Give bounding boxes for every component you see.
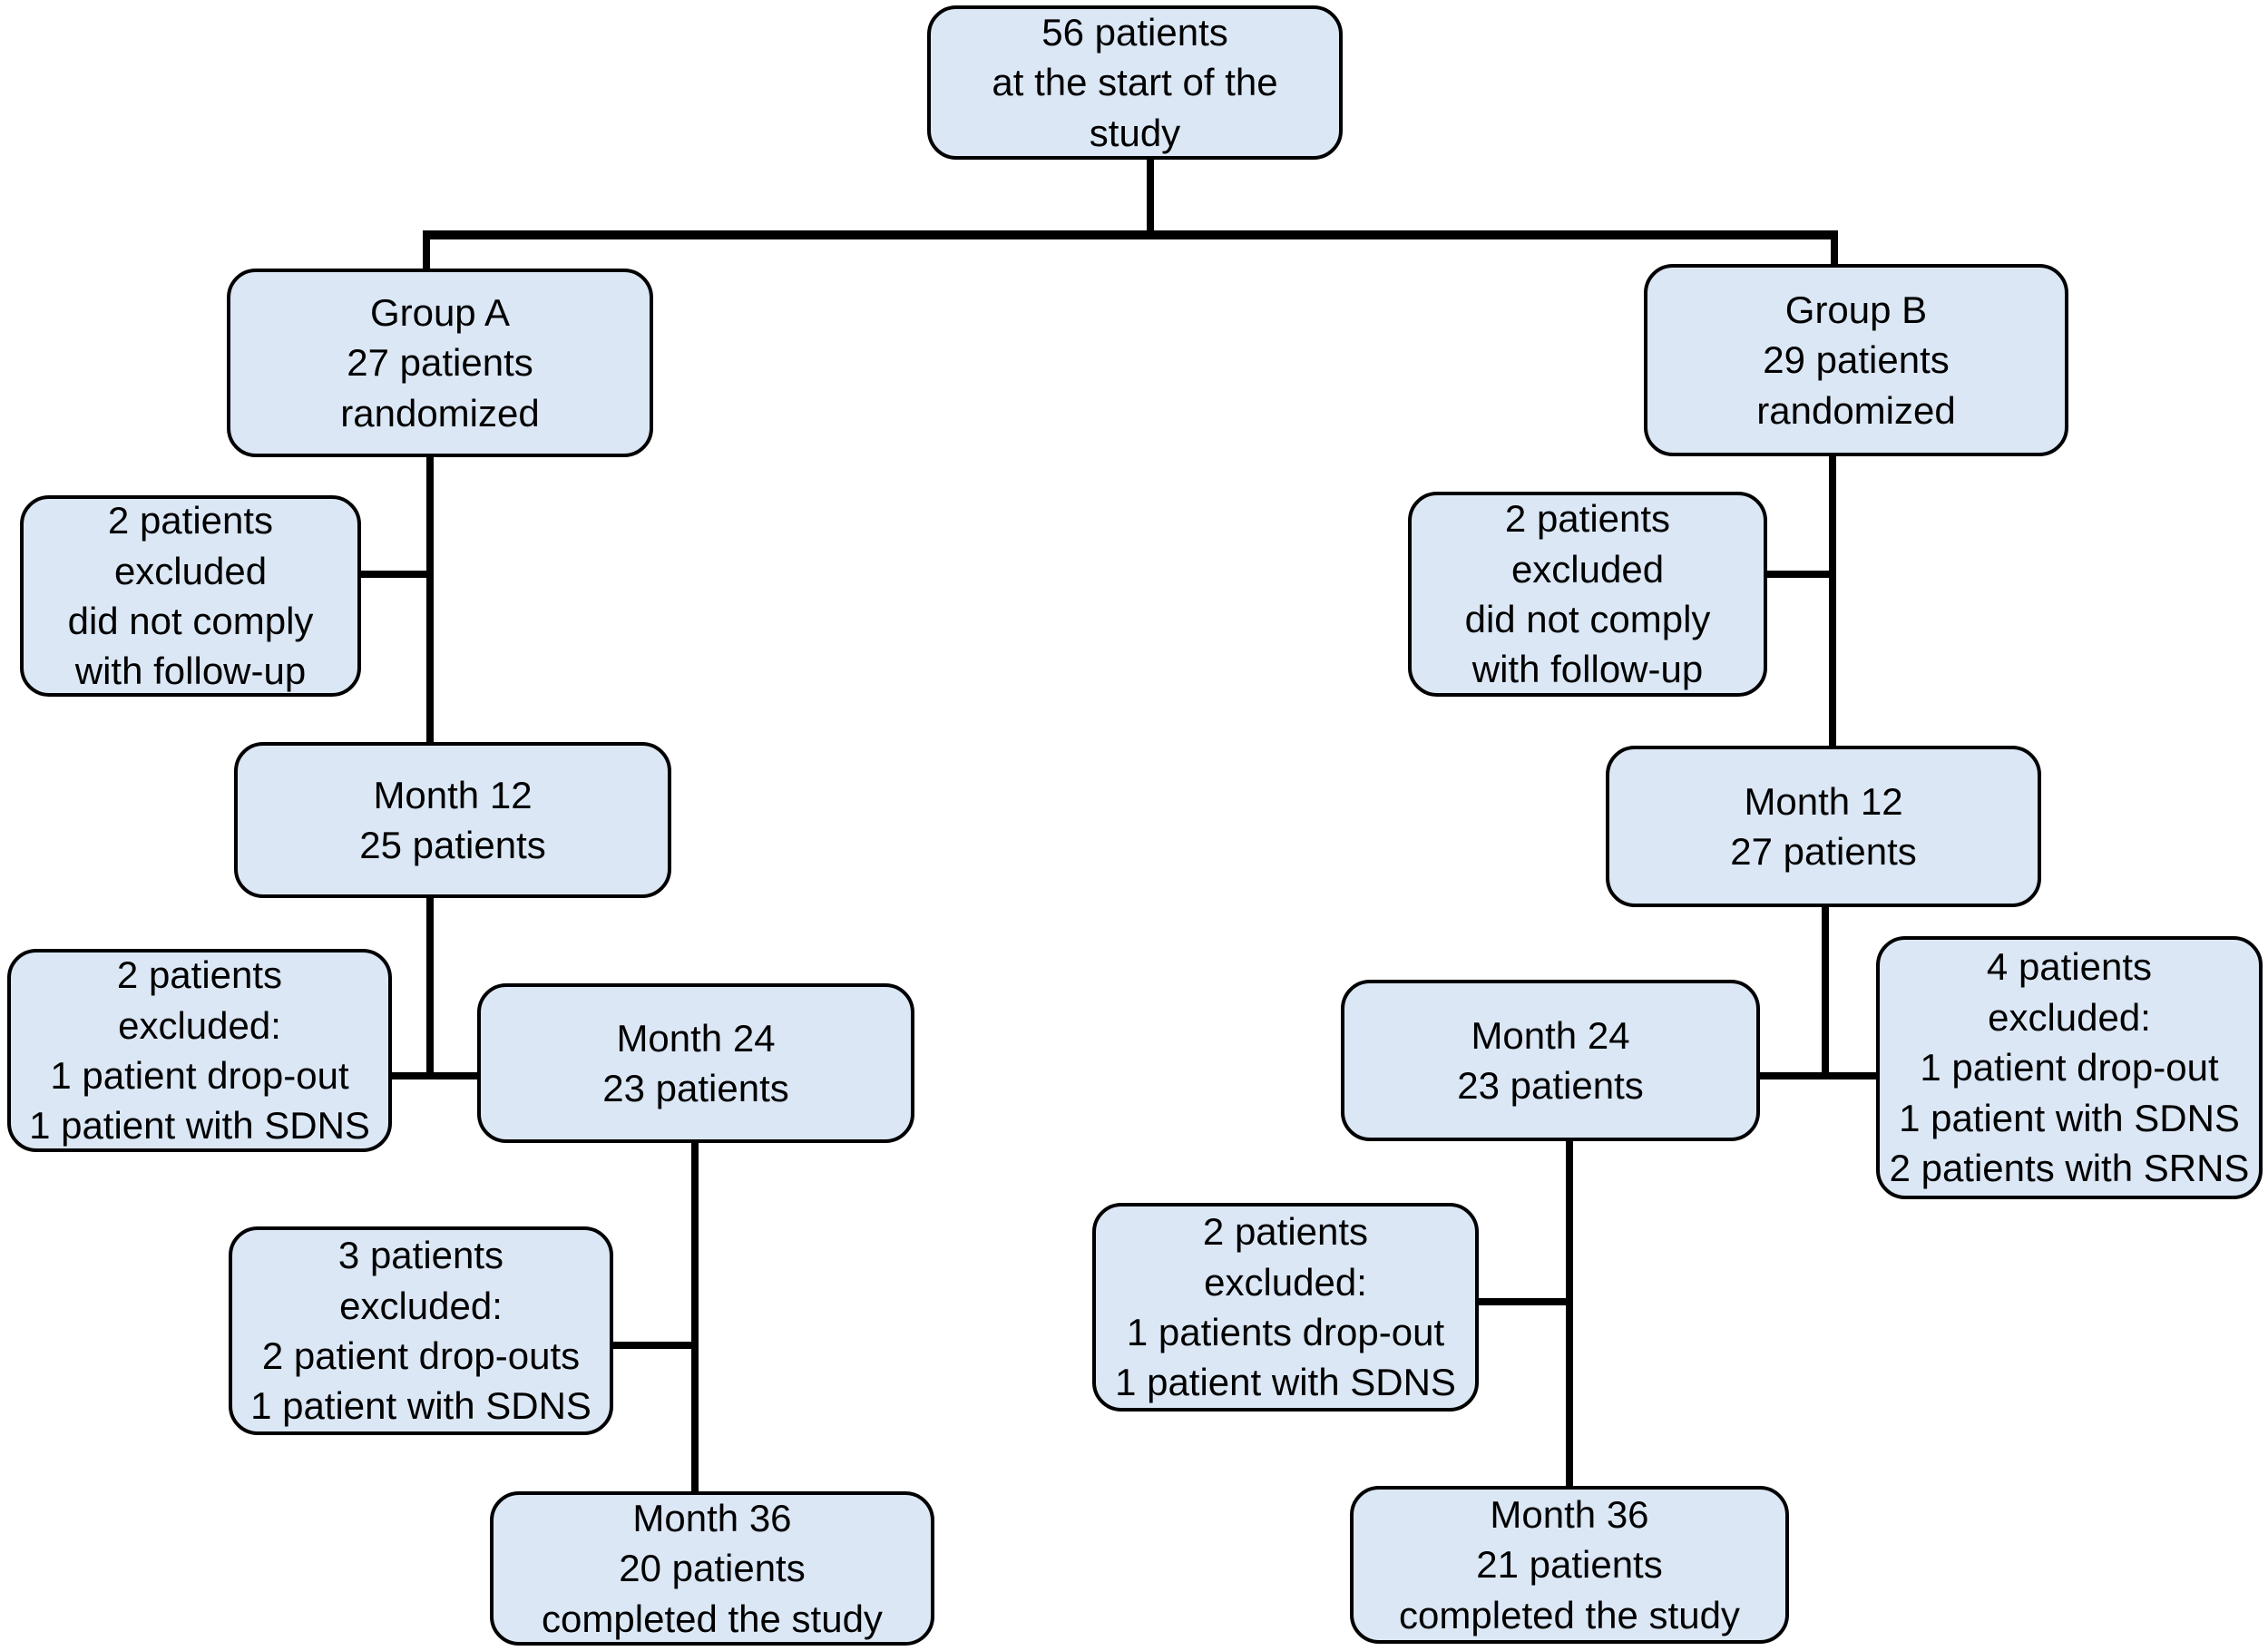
connector-month12-a-down [426, 894, 434, 1080]
excluded-b-month24-box: 4 patients excluded: 1 patient drop-out … [1876, 936, 2263, 1199]
connector-excl-a-month36 [611, 1342, 695, 1349]
month36-b-box: Month 36 21 patients completed the study [1350, 1486, 1789, 1644]
excluded-b-month36-box: 2 patients excluded: 1 patients drop-out… [1092, 1203, 1479, 1412]
excluded-b-followup-box: 2 patients excluded did not comply with … [1408, 492, 1767, 697]
connector-excl-b-followup [1765, 571, 1833, 578]
connector-excl-a-month24 [390, 1072, 481, 1080]
connector-excl-a-followup [359, 571, 430, 578]
connector-branch-horizontal [423, 230, 1838, 239]
excluded-a-month36-box: 3 patients excluded: 2 patient drop-outs… [229, 1226, 613, 1435]
connector-group-b-to-month12-b [1829, 454, 1836, 749]
month36-a-box: Month 36 20 patients completed the study [490, 1491, 934, 1646]
month12-b-box: Month 12 27 patients [1606, 746, 2041, 907]
connector-month24-b-to-month36-b [1566, 1138, 1573, 1490]
group-a-box: Group A 27 patients randomized [227, 269, 653, 457]
connector-month12-b-down [1822, 904, 1829, 1080]
connector-branch-to-group-b [1831, 230, 1838, 270]
connector-start-down [1147, 158, 1154, 236]
month12-a-box: Month 12 25 patients [234, 742, 671, 898]
month24-b-box: Month 24 23 patients [1341, 980, 1760, 1141]
connector-branch-to-group-a [423, 230, 430, 276]
start-box: 56 patients at the start of the study [927, 5, 1343, 160]
excluded-a-followup-box: 2 patients excluded did not comply with … [20, 495, 361, 697]
connector-group-a-to-month12-a [426, 454, 434, 746]
group-b-box: Group B 29 patients randomized [1644, 264, 2068, 456]
connector-excl-b-month36 [1479, 1298, 1569, 1305]
connector-excl-b-month24 [1758, 1072, 1880, 1080]
month24-a-box: Month 24 23 patients [477, 983, 914, 1143]
connector-month24-a-to-month36-a [691, 1139, 699, 1495]
excluded-a-month24-box: 2 patients excluded: 1 patient drop-out … [7, 949, 392, 1152]
